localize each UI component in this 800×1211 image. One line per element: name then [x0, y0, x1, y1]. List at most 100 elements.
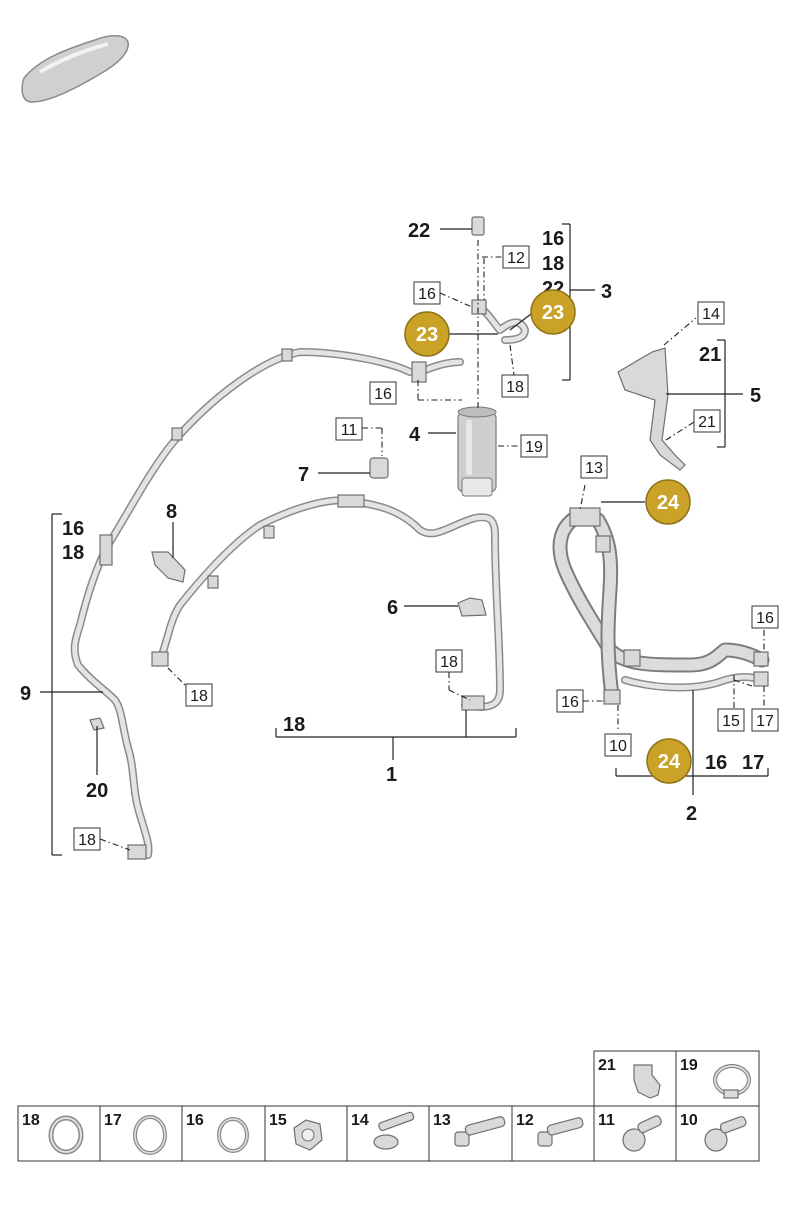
- box-12: 12: [502, 245, 530, 269]
- callout-18: 18: [283, 714, 305, 736]
- callout-1: 1: [386, 764, 397, 786]
- svg-text:15: 15: [722, 713, 740, 730]
- svg-text:12: 12: [507, 250, 525, 267]
- callout-3: 3: [601, 281, 612, 303]
- svg-text:18: 18: [440, 654, 458, 671]
- svg-text:17: 17: [756, 713, 774, 730]
- badge-24-upper: 24: [645, 479, 691, 525]
- nut-15-icon: [293, 1119, 323, 1151]
- box-18-top: 18: [501, 374, 529, 398]
- ac-line-9: [70, 348, 414, 860]
- o-ring-17-icon: [133, 1115, 167, 1155]
- svg-text:16: 16: [374, 386, 392, 403]
- svg-text:11: 11: [341, 422, 358, 439]
- callout-9-list-2: 18: [62, 542, 84, 564]
- svg-text:23: 23: [416, 324, 438, 346]
- bolt-11-icon: [622, 1115, 662, 1152]
- callout-7: 7: [298, 464, 309, 486]
- callout-5: 5: [750, 385, 761, 407]
- box-17: 17: [751, 708, 779, 732]
- svg-text:14: 14: [702, 306, 720, 323]
- svg-text:24: 24: [657, 492, 680, 514]
- legend-top-2: 19: [680, 1057, 698, 1074]
- callout-9-list-1: 16: [62, 518, 84, 540]
- callout-6: 6: [387, 597, 398, 619]
- callout-4: 4: [409, 424, 421, 446]
- svg-text:19: 19: [525, 439, 543, 456]
- legend-bottom-7: 12: [516, 1112, 534, 1129]
- svg-text:16: 16: [418, 286, 436, 303]
- bracket-5: [617, 347, 686, 471]
- box-16-right: 16: [751, 605, 779, 629]
- box-13: 13: [580, 455, 608, 479]
- callout-8: 8: [166, 501, 177, 523]
- bolt-12-icon: [537, 1117, 584, 1147]
- callout-3-list-1: 16: [542, 228, 564, 250]
- svg-text:16: 16: [561, 694, 579, 711]
- hose-clamp-19-icon: [713, 1064, 751, 1099]
- svg-text:18: 18: [190, 688, 208, 705]
- hardware-legend: 21 19 18 17 16 15 14 13 12 11 10: [17, 1050, 760, 1162]
- box-18-left: 18: [185, 683, 213, 707]
- o-ring-16-icon: [217, 1117, 249, 1153]
- callout-labels: 22 16 18 22 3 21 5 4 7 8 16 18 6 9 18 1 …: [20, 220, 764, 825]
- ac-hose-2: [552, 507, 770, 705]
- pressure-sensor-22: [471, 216, 485, 236]
- svg-text:23: 23: [542, 302, 564, 324]
- clip-20: [89, 717, 105, 731]
- bolt-13-icon: [454, 1116, 506, 1147]
- legend-bottom-5: 14: [351, 1112, 369, 1129]
- callout-9: 9: [20, 683, 31, 705]
- box-18-bottom: 18: [73, 827, 101, 851]
- callout-2-list-2: 17: [742, 752, 764, 774]
- box-11: 11: [335, 417, 363, 441]
- car-model-icon: [21, 35, 129, 103]
- box-16-left: 16: [369, 381, 397, 405]
- boxed-labels: 12 16 16 18 11 19 14 21 13 18 18 18 16 1…: [73, 245, 779, 851]
- ac-line-3: [411, 299, 529, 383]
- legend-bottom-9: 10: [680, 1112, 698, 1129]
- box-10: 10: [604, 733, 632, 757]
- svg-text:10: 10: [609, 738, 627, 755]
- svg-text:18: 18: [506, 379, 524, 396]
- box-19: 19: [520, 434, 548, 458]
- legend-bottom-6: 13: [433, 1112, 451, 1129]
- bracket-6: [457, 597, 487, 617]
- box-18-mid: 18: [435, 649, 463, 673]
- badge-23-left: 23: [404, 311, 450, 357]
- box-16-lower: 16: [556, 689, 584, 713]
- valve-8: [151, 551, 186, 583]
- svg-text:13: 13: [585, 460, 603, 477]
- badge-24-lower: 24: [646, 738, 692, 784]
- legend-bottom-3: 16: [186, 1112, 204, 1129]
- bolt-10-icon: [704, 1116, 747, 1152]
- badges: 23 23 24 24: [404, 289, 692, 784]
- callout-20: 20: [86, 780, 108, 802]
- legend-top-1: 21: [598, 1057, 616, 1074]
- bracket-21-icon: [633, 1064, 661, 1099]
- leader-lines: [40, 223, 769, 856]
- o-ring-18-icon: [48, 1115, 84, 1155]
- bolt-14-icon: [373, 1111, 415, 1150]
- callout-3-list-2: 18: [542, 253, 564, 275]
- legend-bottom-1: 18: [22, 1112, 40, 1129]
- box-15: 15: [717, 708, 745, 732]
- connector-7: [369, 457, 389, 479]
- receiver-dryer-4: [457, 406, 497, 497]
- svg-text:18: 18: [78, 832, 96, 849]
- box-16-top: 16: [413, 281, 441, 305]
- box-14: 14: [697, 301, 725, 325]
- svg-text:16: 16: [756, 610, 774, 627]
- legend-bottom-4: 15: [269, 1112, 287, 1129]
- ac-line-1: [151, 494, 504, 711]
- svg-text:21: 21: [698, 414, 716, 431]
- legend-bottom-2: 17: [104, 1112, 122, 1129]
- callout-2-list-1: 16: [705, 752, 727, 774]
- svg-text:24: 24: [658, 751, 681, 773]
- box-21: 21: [693, 409, 721, 433]
- callout-22: 22: [408, 220, 430, 242]
- callout-2: 2: [686, 803, 697, 825]
- legend-bottom-8: 11: [598, 1112, 615, 1129]
- badge-23-right: 23: [530, 289, 576, 335]
